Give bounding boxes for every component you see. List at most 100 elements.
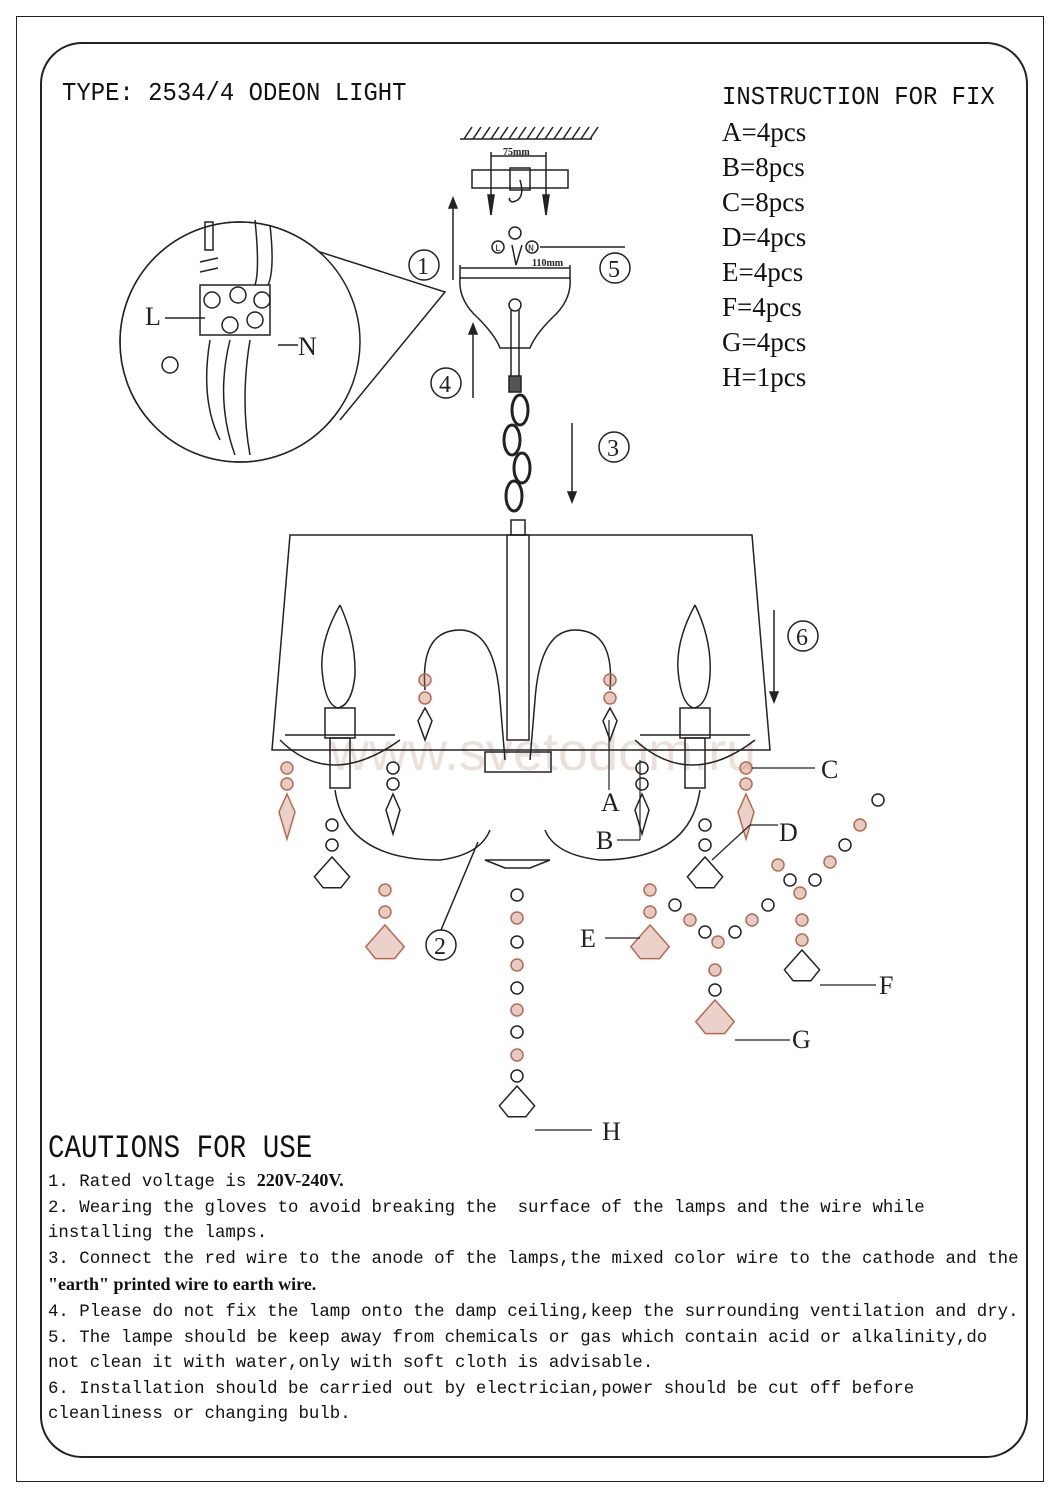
- inner-frame: [40, 42, 1028, 1458]
- part-label-a: A: [601, 788, 620, 817]
- svg-text:5: 5: [608, 257, 620, 283]
- caution-line: not clean it with water,only with soft c…: [48, 1351, 1028, 1377]
- lamp-shade: [271, 534, 771, 751]
- ceiling: [460, 126, 599, 140]
- crystal-bead: [325, 818, 339, 832]
- crystal-bead: [698, 838, 712, 852]
- part-label-d: D: [779, 818, 798, 847]
- part-label-f: F: [879, 971, 893, 1000]
- hatch-line: [526, 126, 536, 140]
- svg-text:6: 6: [796, 625, 808, 651]
- part-label-h: H: [602, 1117, 621, 1146]
- crystal-bead: [771, 858, 785, 872]
- crystal-bead: [761, 898, 775, 912]
- callout-label-n: N: [298, 332, 317, 361]
- caution-text: cleanliness or changing bulb.: [48, 1405, 351, 1425]
- crystal-bead: [708, 983, 722, 997]
- crystal-drop: [417, 706, 433, 743]
- instruction-for-fix: INSTRUCTION FOR FIX A=4pcs B=8pcs C=8pcs…: [722, 80, 1018, 395]
- hatch-line: [580, 126, 590, 140]
- hatch-line: [517, 126, 527, 140]
- crystal-pear: [498, 1084, 536, 1118]
- caution-text: 1. Rated voltage is: [48, 1173, 257, 1192]
- canopy: [459, 277, 571, 349]
- crystal-bead: [795, 913, 809, 927]
- crystal-bead: [808, 873, 822, 887]
- caution-line: 4. Please do not fix the lamp onto the d…: [48, 1300, 1028, 1326]
- caution-text: 5. The lampe should be keep away from ch…: [48, 1328, 988, 1348]
- wiring-detail-callout: L N: [119, 219, 447, 463]
- caution-emphasis: 220V-240V.: [256, 1170, 344, 1190]
- caution-text: 4. Please do not fix the lamp onto the d…: [48, 1302, 1019, 1322]
- part-leaders: [535, 720, 876, 1131]
- caution-text: 2. Wearing the gloves to avoid breaking …: [48, 1198, 925, 1218]
- part-label-e: E: [580, 924, 596, 953]
- crystal-bead: [711, 935, 725, 949]
- step-number-1: 1: [408, 249, 440, 281]
- caution-emphasis: "earth" printed wire to earth wire.: [48, 1274, 317, 1295]
- crystal-drop: [278, 792, 296, 842]
- hatch-line: [472, 126, 482, 140]
- part-label-c: C: [821, 755, 838, 784]
- crystal-bead: [510, 1048, 524, 1062]
- crystal-bead: [708, 963, 722, 977]
- fix-item-e: E=4pcs: [722, 257, 804, 287]
- fix-item-h: H=1pcs: [722, 362, 807, 392]
- crystal-bead: [668, 898, 682, 912]
- step-arrows: [447, 195, 780, 705]
- crystal-drop: [737, 792, 755, 842]
- step-number-5: 5: [599, 252, 631, 284]
- crystal-pear: [686, 855, 724, 889]
- step-number-2: 2: [425, 929, 457, 961]
- canopy-hook: [508, 298, 522, 312]
- mounting-bracket: 75mm: [471, 147, 569, 216]
- caution-line: 3. Connect the red wire to the anode of …: [48, 1247, 1028, 1273]
- crystal-bead: [783, 873, 797, 887]
- caution-line: installing the lamps.: [48, 1221, 1028, 1247]
- chain-link: [504, 479, 524, 513]
- hatch-line: [589, 126, 599, 140]
- fix-item-a: A=4pcs: [722, 117, 807, 147]
- crystal-drop: [385, 792, 401, 837]
- crystal-bead: [823, 855, 837, 869]
- caution-line: 1. Rated voltage is 220V-240V.: [48, 1168, 1028, 1196]
- fix-item-g: G=4pcs: [722, 327, 807, 357]
- caution-text: not clean it with water,only with soft c…: [48, 1354, 654, 1374]
- hatch-line: [508, 126, 518, 140]
- crystal-pear: [313, 855, 351, 889]
- svg-text:1: 1: [417, 254, 429, 280]
- chain-link: [510, 393, 530, 427]
- crystal-bead: [386, 761, 400, 775]
- hatch-line: [481, 126, 491, 140]
- callout-label-l: L: [145, 302, 161, 331]
- candle-bulbs: [321, 604, 711, 789]
- hatch-line: [499, 126, 509, 140]
- crystal-bead: [728, 925, 742, 939]
- hatch-line: [544, 126, 554, 140]
- cautions-heading: CAUTIONS FOR USE: [48, 1130, 313, 1167]
- step-number-6: 6: [787, 620, 819, 652]
- caution-text: 3. Connect the red wire to the anode of …: [48, 1249, 1019, 1269]
- crystal-bead: [510, 888, 524, 902]
- step-number-3: 3: [598, 431, 630, 463]
- crystal-bead: [378, 905, 392, 919]
- center-column: [506, 534, 530, 741]
- svg-text:3: 3: [607, 436, 619, 462]
- crystal-bead: [739, 777, 753, 791]
- label-l: L: [495, 244, 501, 255]
- caution-line: 5. The lampe should be keep away from ch…: [48, 1326, 1028, 1352]
- crystal-bead: [510, 1003, 524, 1017]
- crystal-bead: [635, 761, 649, 775]
- crystal-bead: [683, 913, 697, 927]
- dim-75mm: 75mm: [503, 147, 530, 158]
- label-n: N: [528, 244, 534, 255]
- chain-link: [502, 423, 522, 457]
- crystal-bead: [643, 905, 657, 919]
- chain: [502, 393, 532, 513]
- crystal-bead: [510, 911, 524, 925]
- fix-item-d: D=4pcs: [722, 222, 807, 252]
- crystal-bead: [643, 883, 657, 897]
- crystal-bead: [871, 793, 885, 807]
